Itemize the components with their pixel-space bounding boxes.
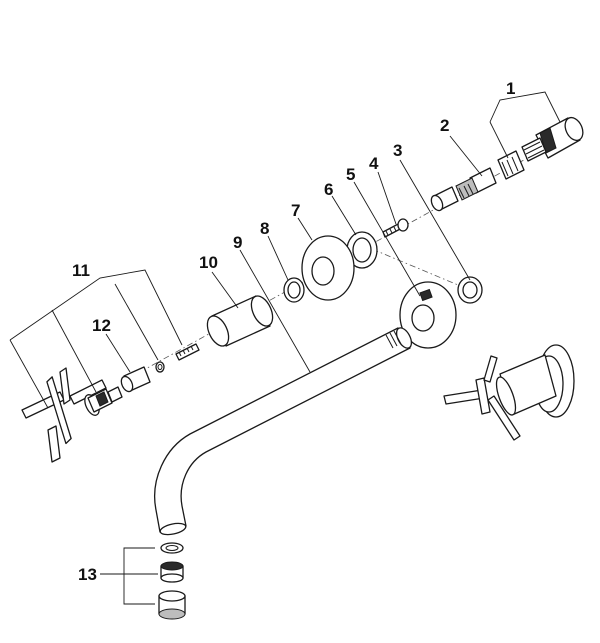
callout-9: 9	[233, 233, 242, 252]
callout-7: 7	[291, 201, 300, 220]
leader-lines	[9, 91, 561, 605]
callout-10: 10	[199, 253, 218, 272]
assembled-right-handle	[443, 344, 575, 441]
callout-8: 8	[260, 219, 269, 238]
callout-2: 2	[440, 116, 449, 135]
callout-6: 6	[324, 180, 333, 199]
callout-11: 11	[72, 261, 90, 280]
part-2-spindle	[430, 167, 497, 212]
callout-13: 13	[78, 565, 97, 584]
callout-4: 4	[369, 154, 379, 173]
part-1-cartridge	[497, 116, 584, 180]
part-10-sleeve	[206, 295, 274, 347]
part-4-screw	[382, 218, 409, 238]
part-11-left-handle	[21, 343, 200, 463]
part-5-escutcheon	[399, 281, 457, 349]
part-3-ring	[457, 276, 483, 304]
part-9-spout	[154, 327, 413, 536]
callout-1: 1	[506, 79, 515, 98]
callout-12: 12	[92, 316, 111, 335]
callout-labels: 1 2 3 4 5 6 7 8 9 10 11 12 13	[72, 79, 515, 584]
part-6-ring	[346, 231, 378, 269]
callout-3: 3	[393, 141, 402, 160]
part-8-o-ring	[283, 277, 305, 303]
part-13-aerator	[158, 542, 186, 620]
part-7-flange	[301, 235, 355, 301]
callout-5: 5	[346, 165, 355, 184]
part-12-adapter	[120, 361, 165, 393]
